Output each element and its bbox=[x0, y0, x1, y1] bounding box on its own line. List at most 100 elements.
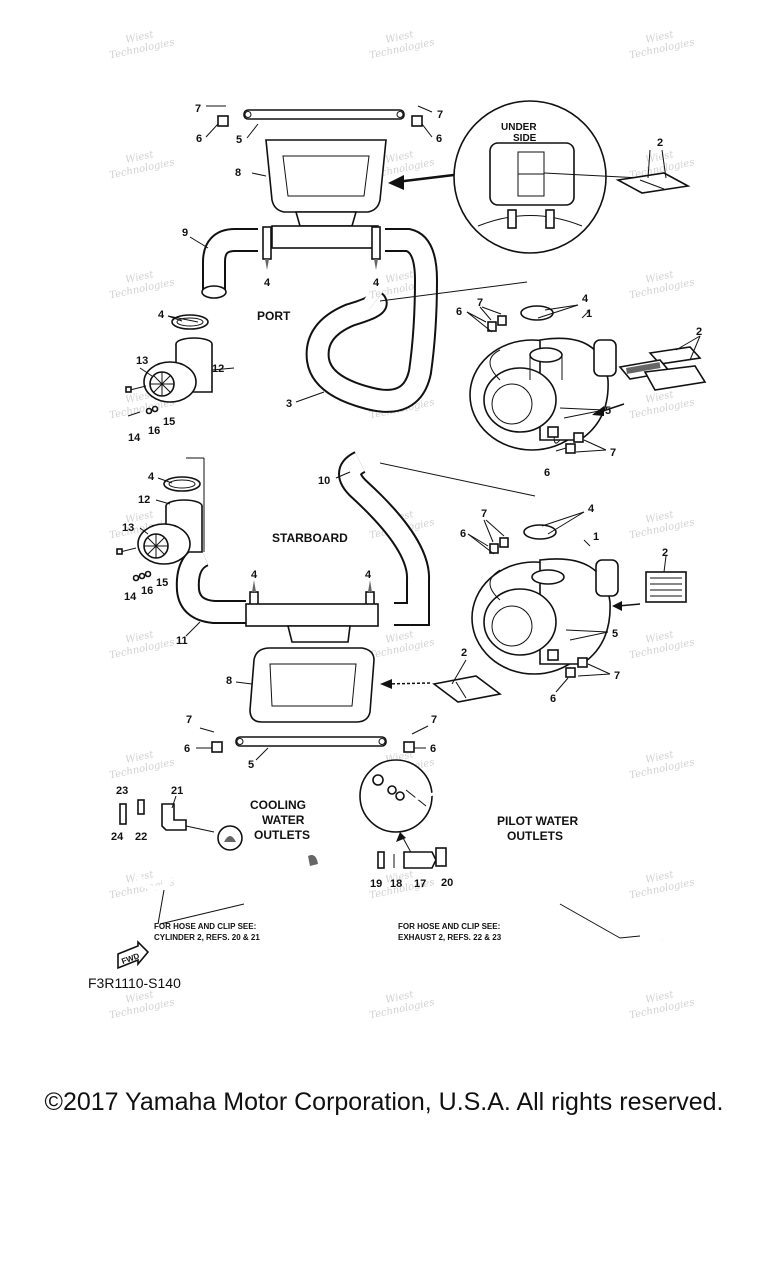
cooling-fittings bbox=[119, 795, 243, 851]
callout-7: 7 bbox=[477, 297, 483, 309]
callout-9: 9 bbox=[182, 227, 188, 239]
callout-4: 4 bbox=[582, 293, 589, 305]
callouts: 7 7 6 6 5 8 2 9 4 4 4 7 6 4 1 2 13 12 3 … bbox=[111, 103, 702, 890]
fasteners-bottom bbox=[196, 725, 429, 753]
fwd-label: FWD bbox=[120, 951, 140, 966]
fasteners-top bbox=[205, 105, 433, 139]
callout-2: 2 bbox=[657, 137, 663, 149]
filter-pads-top bbox=[592, 335, 707, 416]
callout-5: 5 bbox=[612, 628, 618, 640]
callout-17: 17 bbox=[414, 878, 426, 890]
callout-7: 7 bbox=[481, 508, 487, 520]
strap-top bbox=[243, 109, 405, 120]
callout-2: 2 bbox=[696, 326, 702, 338]
hose-11 bbox=[175, 543, 246, 637]
callout-4: 4 bbox=[158, 309, 165, 321]
callout-4: 4 bbox=[148, 471, 155, 483]
clamps-port bbox=[167, 314, 209, 330]
callout-12: 12 bbox=[212, 363, 224, 375]
callout-16: 16 bbox=[141, 585, 153, 597]
hose-9 bbox=[189, 228, 258, 299]
underside-label-1: UNDER bbox=[501, 122, 537, 133]
callout-6: 6 bbox=[544, 467, 550, 479]
callout-14: 14 bbox=[124, 591, 137, 603]
pad-2-bottom bbox=[380, 659, 502, 703]
fwd-arrow bbox=[117, 940, 150, 970]
callout-7: 7 bbox=[195, 103, 201, 115]
callout-11: 11 bbox=[176, 635, 188, 647]
callout-15: 15 bbox=[163, 416, 175, 428]
underside-detail bbox=[453, 100, 691, 254]
cooling-label-2: WATER bbox=[262, 813, 305, 827]
callout-7: 7 bbox=[437, 109, 443, 121]
cylinder-note-1: FOR HOSE AND CLIP SEE: bbox=[154, 922, 256, 931]
callout-13: 13 bbox=[122, 522, 134, 534]
pilot-tube bbox=[411, 790, 663, 942]
callout-6: 6 bbox=[460, 528, 466, 540]
air-filter-top bbox=[469, 305, 617, 451]
copyright-notice: ©2017 Yamaha Motor Corporation, U.S.A. A… bbox=[44, 1088, 724, 1116]
hose-10 bbox=[335, 451, 536, 626]
callout-6: 6 bbox=[436, 133, 442, 145]
callout-1: 1 bbox=[586, 308, 592, 320]
clamps-starboard bbox=[157, 476, 201, 492]
callout-4: 4 bbox=[373, 277, 380, 289]
callout-5: 5 bbox=[236, 134, 242, 146]
callout-15: 15 bbox=[156, 577, 168, 589]
strap-bottom bbox=[235, 736, 387, 761]
pilot-label-2: OUTLETS bbox=[507, 829, 563, 843]
callout-6: 6 bbox=[550, 693, 556, 705]
callout-5: 5 bbox=[605, 405, 611, 417]
callout-4: 4 bbox=[588, 503, 595, 515]
callout-10: 10 bbox=[318, 475, 330, 487]
callout-24: 24 bbox=[111, 831, 124, 843]
callout-8: 8 bbox=[235, 167, 241, 179]
callout-7: 7 bbox=[610, 447, 616, 459]
callout-19: 19 bbox=[370, 878, 382, 890]
callout-7: 7 bbox=[431, 714, 437, 726]
pilot-detail bbox=[359, 759, 447, 869]
callout-5: 5 bbox=[248, 759, 254, 771]
callout-14: 14 bbox=[128, 432, 141, 444]
arrow-to-underside bbox=[388, 172, 463, 190]
fasteners-right-bottom bbox=[467, 511, 611, 693]
callout-2: 2 bbox=[461, 647, 467, 659]
hose-3 bbox=[295, 228, 528, 413]
callout-13: 13 bbox=[136, 355, 148, 367]
callout-22: 22 bbox=[135, 831, 147, 843]
section-port: PORT bbox=[257, 309, 291, 323]
fasteners-right-top bbox=[466, 304, 607, 454]
callout-7: 7 bbox=[186, 714, 192, 726]
fan-13-port bbox=[139, 361, 197, 403]
air-filter-bottom bbox=[471, 524, 619, 675]
couplers-top bbox=[262, 226, 381, 270]
callout-4: 4 bbox=[251, 569, 258, 581]
callout-8: 8 bbox=[226, 675, 232, 687]
callout-20: 20 bbox=[441, 877, 453, 889]
fan-13-starboard bbox=[137, 523, 191, 565]
callout-23: 23 bbox=[116, 785, 128, 797]
callout-1: 1 bbox=[593, 531, 599, 543]
callout-12: 12 bbox=[138, 494, 150, 506]
callout-2: 2 bbox=[662, 547, 668, 559]
underside-label-2: SIDE bbox=[513, 133, 537, 144]
line-starboard-left bbox=[186, 457, 205, 552]
filter-pad-right-bottom bbox=[612, 555, 687, 611]
pilot-label-1: PILOT WATER bbox=[497, 814, 578, 828]
drawing-code: F3R1110-S140 bbox=[88, 975, 181, 991]
section-starboard: STARBOARD bbox=[272, 531, 348, 545]
cooling-label-1: COOLING bbox=[250, 798, 306, 812]
callout-18: 18 bbox=[390, 878, 402, 890]
exhaust-note-2: EXHAUST 2, REFS. 22 & 23 bbox=[398, 933, 502, 942]
callout-7: 7 bbox=[614, 670, 620, 682]
callout-4: 4 bbox=[365, 569, 372, 581]
cylinder-note-2: CYLINDER 2, REFS. 20 & 21 bbox=[154, 933, 260, 942]
cooling-hoses bbox=[135, 843, 318, 925]
bolts-starboard bbox=[116, 547, 152, 582]
callout-6: 6 bbox=[456, 306, 462, 318]
cooling-label-3: OUTLETS bbox=[254, 828, 310, 842]
callout-4: 4 bbox=[264, 277, 271, 289]
exhaust-note-1: FOR HOSE AND CLIP SEE: bbox=[398, 922, 500, 931]
